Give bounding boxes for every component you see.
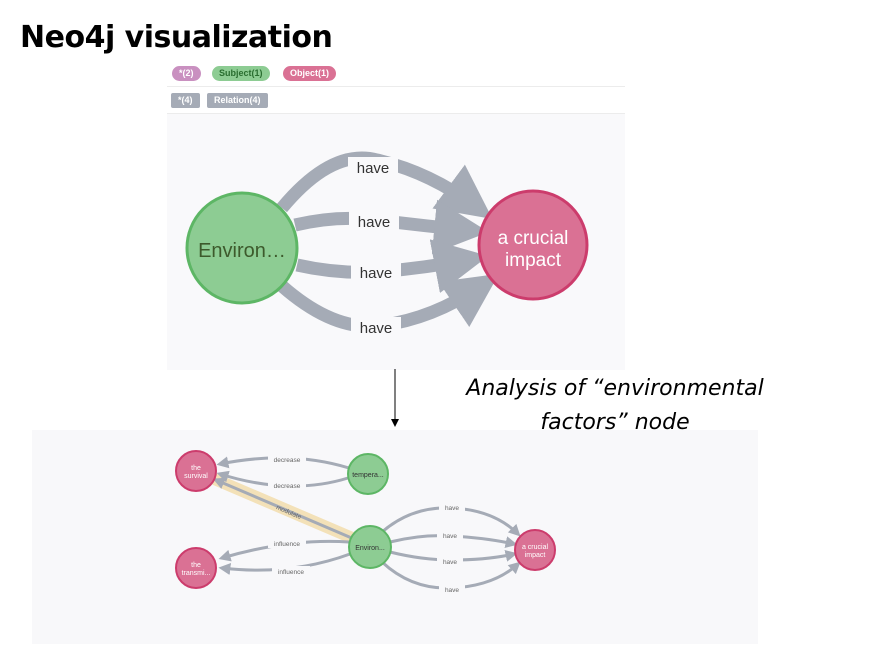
node-label: survival (184, 473, 208, 480)
legend-chip-relation[interactable]: Relation(4) (207, 93, 268, 108)
top-edge-label: have (358, 214, 391, 231)
bottom-graph-canvas: modulate decrease decrease influence inf… (175, 450, 556, 594)
down-arrow (391, 369, 399, 427)
analysis-caption: Analysis of “environmental factors” node (440, 372, 790, 440)
top-edge-have-2[interactable]: have (293, 199, 489, 255)
legend-chip-subject[interactable]: Subject(1) (212, 66, 270, 81)
node-environ[interactable]: Environ... (348, 525, 392, 569)
top-node-crucial-impact[interactable]: a crucial impact (477, 189, 589, 301)
top-graph-canvas: have have have have Environ… a crucial i… (185, 151, 589, 337)
node-label: tempera... (352, 472, 384, 479)
node-label: Environ... (355, 545, 385, 552)
node-temperature[interactable]: tempera... (347, 453, 389, 495)
node-label: the (191, 562, 201, 569)
edge-have-1[interactable]: have (381, 503, 521, 537)
legend-chip-all-nodes[interactable]: *(2) (172, 66, 201, 81)
edge-decrease-2[interactable]: decrease (216, 470, 349, 490)
top-edge-have-1[interactable]: have (277, 151, 493, 219)
top-node-environ-label: Environ… (198, 240, 286, 262)
node-label: a crucial (522, 544, 549, 551)
top-edge-label: have (357, 160, 390, 177)
node-the-survival[interactable]: the survival (175, 450, 217, 492)
top-edge-label: have (360, 320, 393, 337)
edge-decrease-1-label: decrease (274, 457, 301, 464)
edge-have-2-label: have (443, 533, 457, 540)
node-legend-row: *(2) Subject(1) Object(1) (167, 60, 625, 87)
neo4j-graph-panel: *(2) Subject(1) Object(1) *(4) Relation(… (167, 60, 625, 370)
top-edge-label: have (360, 265, 393, 282)
edge-have-4[interactable]: have (380, 560, 521, 594)
edge-influence-1[interactable]: influence (218, 538, 350, 562)
node-crucial-impact[interactable]: a crucial impact (514, 529, 556, 571)
page-title: Neo4j visualization (20, 20, 333, 55)
top-node-impact-line1: a crucial (498, 228, 569, 249)
edge-have-4-label: have (445, 587, 459, 594)
edge-influence-1-label: influence (274, 541, 300, 548)
edge-have-1-label: have (445, 505, 459, 512)
edge-have-3[interactable]: have (389, 549, 518, 566)
node-the-transmission[interactable]: the transmi... (175, 547, 217, 589)
relation-legend-row: *(4) Relation(4) (167, 87, 625, 114)
top-edge-have-3[interactable]: have (295, 239, 489, 293)
top-node-environ[interactable]: Environ… (185, 191, 299, 305)
edge-influence-2[interactable]: influence (218, 552, 351, 576)
edge-have-3-label: have (443, 559, 457, 566)
edge-decrease-2-label: decrease (274, 483, 301, 490)
node-label: transmi... (182, 570, 211, 577)
legend-chip-object[interactable]: Object(1) (283, 66, 337, 81)
node-label: the (191, 465, 201, 472)
node-label: impact (525, 552, 546, 559)
edge-decrease-1[interactable]: decrease (216, 454, 350, 470)
edge-have-2[interactable]: have (389, 531, 518, 549)
top-node-impact-line2: impact (505, 250, 562, 271)
caption-line-1: Analysis of “environmental (466, 376, 764, 401)
neo4j-expanded-graph-panel: modulate decrease decrease influence inf… (32, 430, 758, 644)
legend-chip-all-relations[interactable]: *(4) (171, 93, 200, 108)
top-edge-have-4[interactable]: have (277, 273, 500, 337)
edge-influence-2-label: influence (278, 569, 304, 576)
